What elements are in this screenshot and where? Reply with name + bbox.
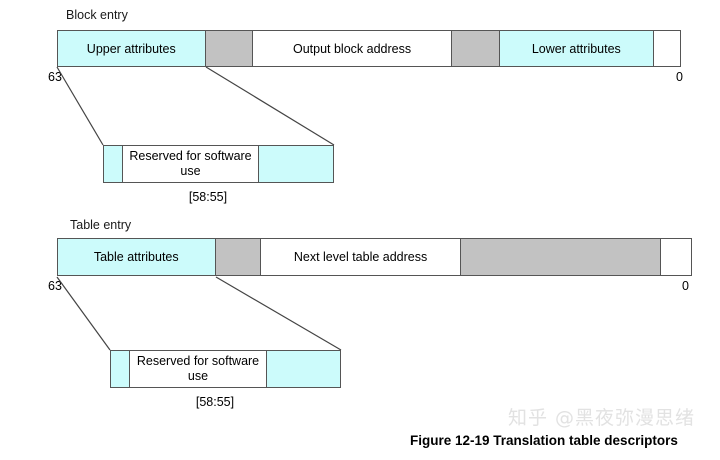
segment-block-tail [654, 31, 680, 66]
block-entry-bit63-label: 63 [48, 70, 62, 84]
block-entry-expansion-bitfield: Reserved for software use [103, 145, 334, 183]
figure-caption: Figure 12-19 Translation table descripto… [410, 433, 678, 448]
segment-table-reserved-lower [460, 239, 662, 275]
segment-upper-attributes: Upper attributes [58, 31, 206, 66]
table-entry-range-label: [58:55] [195, 395, 235, 409]
segment-reserved-lower [451, 31, 500, 66]
table-entry-bitfield: Table attributes Next level table addres… [57, 238, 692, 276]
block-entry-bitfield: Upper attributes Output block address Lo… [57, 30, 681, 67]
segment-lower-attributes: Lower attributes [499, 31, 655, 66]
segment-next-level-table-address: Next level table address [261, 239, 461, 275]
expansion-segment-reserved-for-software-use: Reserved for software use [123, 146, 259, 182]
table-entry-leader-left [56, 276, 111, 351]
block-entry-title: Block entry [66, 8, 128, 22]
table-entry-leader-right [215, 276, 342, 351]
expansion-segment-right [259, 146, 333, 182]
table-entry-title: Table entry [70, 218, 132, 232]
table-expansion-segment-right [267, 351, 340, 387]
table-entry-bit0-label: 0 [682, 279, 689, 293]
table-expansion-segment-left [111, 351, 130, 387]
block-entry-bit0-label: 0 [676, 70, 683, 84]
segment-table-tail [661, 239, 691, 275]
watermark-text: 知乎 @黑夜弥漫思绪 [508, 407, 696, 429]
segment-reserved-upper [205, 31, 254, 66]
segment-output-block-address: Output block address [253, 31, 452, 66]
block-entry-leader-right [205, 66, 335, 146]
segment-table-reserved-upper [215, 239, 262, 275]
table-expansion-segment-reserved-for-software-use: Reserved for software use [130, 351, 267, 387]
block-entry-leader-left [56, 66, 104, 146]
table-entry-bit63-label: 63 [48, 279, 62, 293]
table-entry-expansion-bitfield: Reserved for software use [110, 350, 341, 388]
segment-table-attributes: Table attributes [58, 239, 216, 275]
block-entry-range-label: [58:55] [188, 190, 228, 204]
expansion-segment-left [104, 146, 123, 182]
